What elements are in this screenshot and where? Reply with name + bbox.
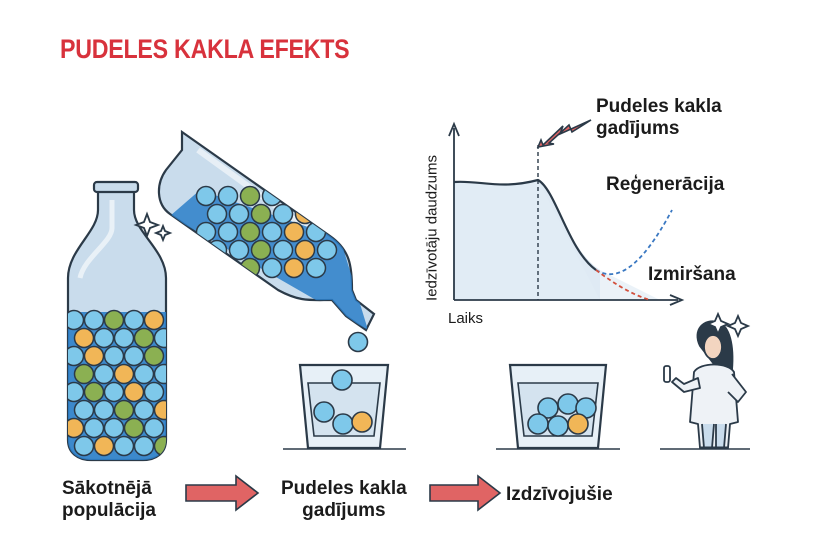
marble <box>143 345 165 367</box>
marble <box>68 345 85 367</box>
marble <box>123 309 145 331</box>
marble <box>228 239 250 261</box>
marble <box>239 257 261 279</box>
pointer-arrow-icon <box>536 119 592 149</box>
marble <box>68 309 85 331</box>
marble <box>283 185 305 207</box>
bottleneck-stage-label: Pudeles kakla gadījums <box>281 478 407 522</box>
bottleneck-annotation-line2: gadījums <box>596 117 680 139</box>
marble <box>217 221 239 243</box>
marble <box>153 399 166 421</box>
marble <box>217 185 239 207</box>
marble <box>261 221 283 243</box>
marble <box>153 363 166 385</box>
marble <box>103 381 125 403</box>
marble <box>195 257 217 279</box>
page-title: PUDELES KAKLA EFEKTS <box>60 34 350 64</box>
bottleneck-annotation: Pudeles kakla gadījums <box>596 96 722 140</box>
scientist-figure <box>663 320 747 450</box>
marble <box>283 221 305 243</box>
marble <box>153 327 166 349</box>
marble <box>113 435 135 457</box>
bottleneck-stage-line2: gadījums <box>302 499 386 521</box>
marble <box>103 417 125 439</box>
initial-population-line1: Sākotnējā <box>62 478 152 499</box>
falling-marble <box>347 331 369 353</box>
marble <box>195 221 217 243</box>
marble <box>195 185 217 207</box>
right-arrow-icon <box>185 474 260 512</box>
bottleneck-annotation-line1: Pudeles kakla <box>596 96 722 117</box>
marble <box>93 363 115 385</box>
marble <box>93 435 115 457</box>
bottleneck-glass <box>298 363 390 450</box>
y-axis-label: Iedzīvotāju daudzums <box>423 155 441 301</box>
marble <box>294 203 316 225</box>
regeneration-curve <box>595 209 673 275</box>
marble <box>272 203 294 225</box>
marble <box>103 309 125 331</box>
sparkle-icon <box>705 311 751 339</box>
marble <box>73 399 95 421</box>
marble <box>83 381 105 403</box>
marble <box>316 239 338 261</box>
marble <box>133 327 155 349</box>
marble <box>294 239 316 261</box>
x-axis-label: Laiks <box>448 310 484 327</box>
extinction-curve <box>595 269 651 301</box>
marble <box>113 327 135 349</box>
marble <box>316 203 338 225</box>
marble <box>103 345 125 367</box>
population-graph <box>448 121 685 306</box>
marble <box>73 435 95 457</box>
population-curve <box>453 178 597 271</box>
marble <box>83 309 105 331</box>
marble <box>250 203 272 225</box>
marble <box>123 381 145 403</box>
marble <box>239 185 261 207</box>
initial-population-line2: populācija <box>62 499 156 521</box>
marble <box>93 327 115 349</box>
marble <box>123 345 145 367</box>
marble <box>143 381 165 403</box>
marble <box>83 417 105 439</box>
bottleneck-stage-line1: Pudeles kakla <box>281 478 407 499</box>
marble <box>228 203 250 225</box>
marble <box>153 435 166 457</box>
extinction-label: Izmiršana <box>648 264 736 285</box>
marble <box>68 381 85 403</box>
sparkle-icon <box>133 211 173 243</box>
survivors-label: Izdzīvojušie <box>506 484 613 505</box>
survivors-glass <box>508 363 608 450</box>
marble <box>83 345 105 367</box>
marble <box>305 185 327 207</box>
marble <box>143 309 165 331</box>
right-arrow-icon <box>429 474 502 512</box>
marble <box>133 435 155 457</box>
marble <box>239 221 261 243</box>
regeneration-label: Reģenerācija <box>606 174 725 195</box>
marble <box>217 257 239 279</box>
pouring-bottle <box>157 129 376 353</box>
marble <box>206 203 228 225</box>
marble <box>73 363 95 385</box>
marble <box>133 363 155 385</box>
marble <box>113 399 135 421</box>
full-bottle <box>66 180 168 462</box>
marble <box>68 417 85 439</box>
marble <box>93 399 115 421</box>
marble <box>305 257 327 279</box>
initial-population-label: Sākotnējā populācija <box>62 478 156 522</box>
marble <box>143 417 165 439</box>
marble <box>261 257 283 279</box>
marble <box>123 417 145 439</box>
marble <box>133 399 155 421</box>
marble <box>283 257 305 279</box>
marble <box>250 239 272 261</box>
marble <box>113 363 135 385</box>
marble <box>272 239 294 261</box>
marble <box>73 327 95 349</box>
